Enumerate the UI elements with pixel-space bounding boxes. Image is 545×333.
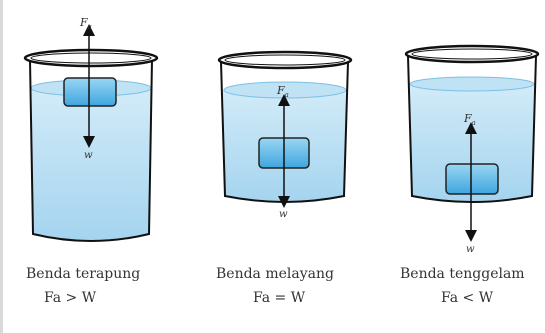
beaker-suspended: Fa w [217,50,353,220]
beaker-floating: Fa w [23,16,159,242]
force-label-fa: Fa [276,84,289,99]
caption-suspended: Benda melayang [216,266,334,282]
force-label-fa: Fa [79,16,92,31]
force-label-w: w [84,150,93,161]
force-label-w: w [279,209,288,220]
force-label-w: w [466,244,475,255]
water-floating [32,84,152,240]
beaker-rim [23,48,159,68]
relation-floating: Fa > W [44,290,97,306]
force-label-fa: Fa [463,112,476,127]
beaker-rim [404,44,540,64]
caption-sinking: Benda tenggelam [400,266,525,282]
water-sinking [410,80,534,201]
object-block [445,163,499,195]
left-border [0,0,3,333]
caption-floating: Benda terapung [26,266,141,282]
beaker-sinking: Fa w [404,44,540,255]
relation-suspended: Fa = W [253,290,306,306]
object-block [63,77,117,107]
beaker-rim [217,50,353,70]
relation-sinking: Fa < W [441,290,494,306]
